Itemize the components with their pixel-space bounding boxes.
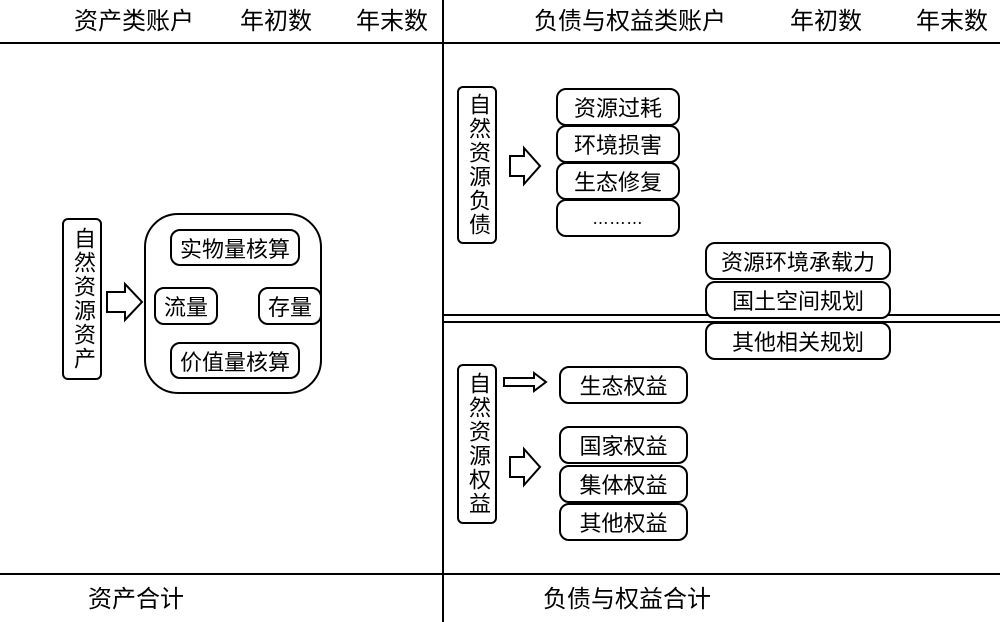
physical-accounting-box: 实物量核算: [170, 229, 300, 266]
flow-box: 流量: [154, 287, 218, 325]
liability-item-more: ………: [556, 199, 680, 237]
equity-eco-box: 生态权益: [559, 366, 688, 404]
equity-item-other: 其他权益: [559, 503, 688, 541]
value-accounting-box: 价值量核算: [170, 342, 300, 379]
constraint-carrying-capacity: 资源环境承载力: [705, 242, 891, 280]
liabilities-begin-header: 年初数: [790, 7, 862, 35]
assets-arrow: [106, 281, 144, 323]
assets-begin-header: 年初数: [240, 7, 312, 35]
assets-column-header: 资产类账户: [74, 7, 194, 35]
assets-total-label: 资产合计: [88, 585, 184, 613]
natural-resource-assets-box: 自然资源资产: [62, 218, 102, 380]
liabilities-column-header: 负债与权益类账户: [534, 7, 726, 35]
liability-item-eco-restore: 生态修复: [556, 162, 680, 200]
natural-resource-liabilities-box: 自然资源负债: [457, 86, 497, 244]
stock-box: 存量: [258, 287, 322, 325]
natural-resource-liabilities-label: 自然资源负债: [465, 93, 490, 237]
equity-arrow: [509, 446, 542, 488]
liabilities-arrow: [509, 145, 542, 187]
equity-item-collective: 集体权益: [559, 465, 688, 503]
constraint-land-planning: 国土空间规划: [705, 281, 891, 319]
header-divider: [0, 42, 1000, 44]
liabilities-equity-total-label: 负债与权益合计: [543, 585, 711, 613]
natural-resource-equity-label: 自然资源权益: [465, 372, 490, 516]
equity-eco-arrow: [503, 371, 548, 393]
liabilities-end-header: 年末数: [916, 7, 988, 35]
liability-item-env-damage: 环境损害: [556, 125, 680, 163]
center-divider: [442, 0, 444, 622]
equity-item-state: 国家权益: [559, 426, 688, 464]
liability-item-overuse: 资源过耗: [556, 88, 680, 126]
footer-divider: [0, 573, 1000, 575]
natural-resource-equity-box: 自然资源权益: [457, 364, 497, 524]
natural-resource-assets-label: 自然资源资产: [70, 227, 95, 371]
assets-end-header: 年末数: [356, 7, 428, 35]
constraint-other-planning: 其他相关规划: [705, 322, 891, 360]
